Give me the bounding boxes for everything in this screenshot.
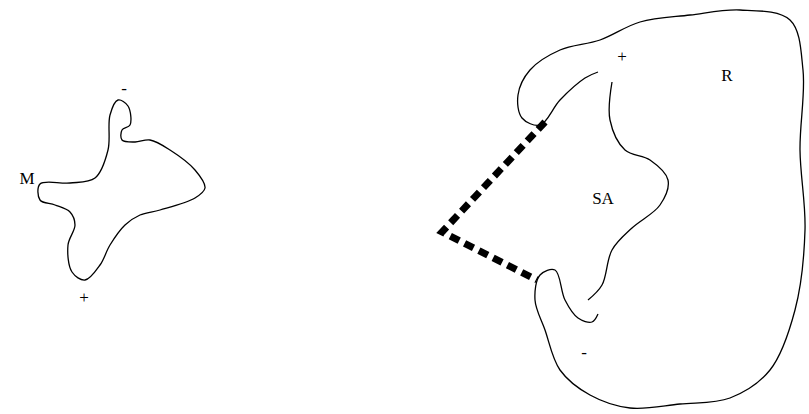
site-label: SA bbox=[590, 189, 616, 208]
charge-sign: - bbox=[119, 79, 129, 98]
charge-sign: + bbox=[615, 47, 629, 66]
outline-drawing bbox=[510, 0, 809, 414]
outline-path bbox=[588, 82, 668, 300]
molecule-label: M bbox=[17, 169, 36, 188]
outline-path bbox=[518, 10, 805, 409]
charge-sign: - bbox=[579, 343, 589, 362]
charge-sign: + bbox=[77, 288, 91, 307]
receptor-outline: R SA + - bbox=[510, 0, 809, 414]
outline-path bbox=[38, 100, 205, 280]
receptor-label: R bbox=[719, 66, 734, 85]
dashed-opening-line bbox=[442, 122, 545, 280]
outline-drawing bbox=[15, 72, 215, 312]
molecule-outline: M - + bbox=[15, 72, 215, 312]
